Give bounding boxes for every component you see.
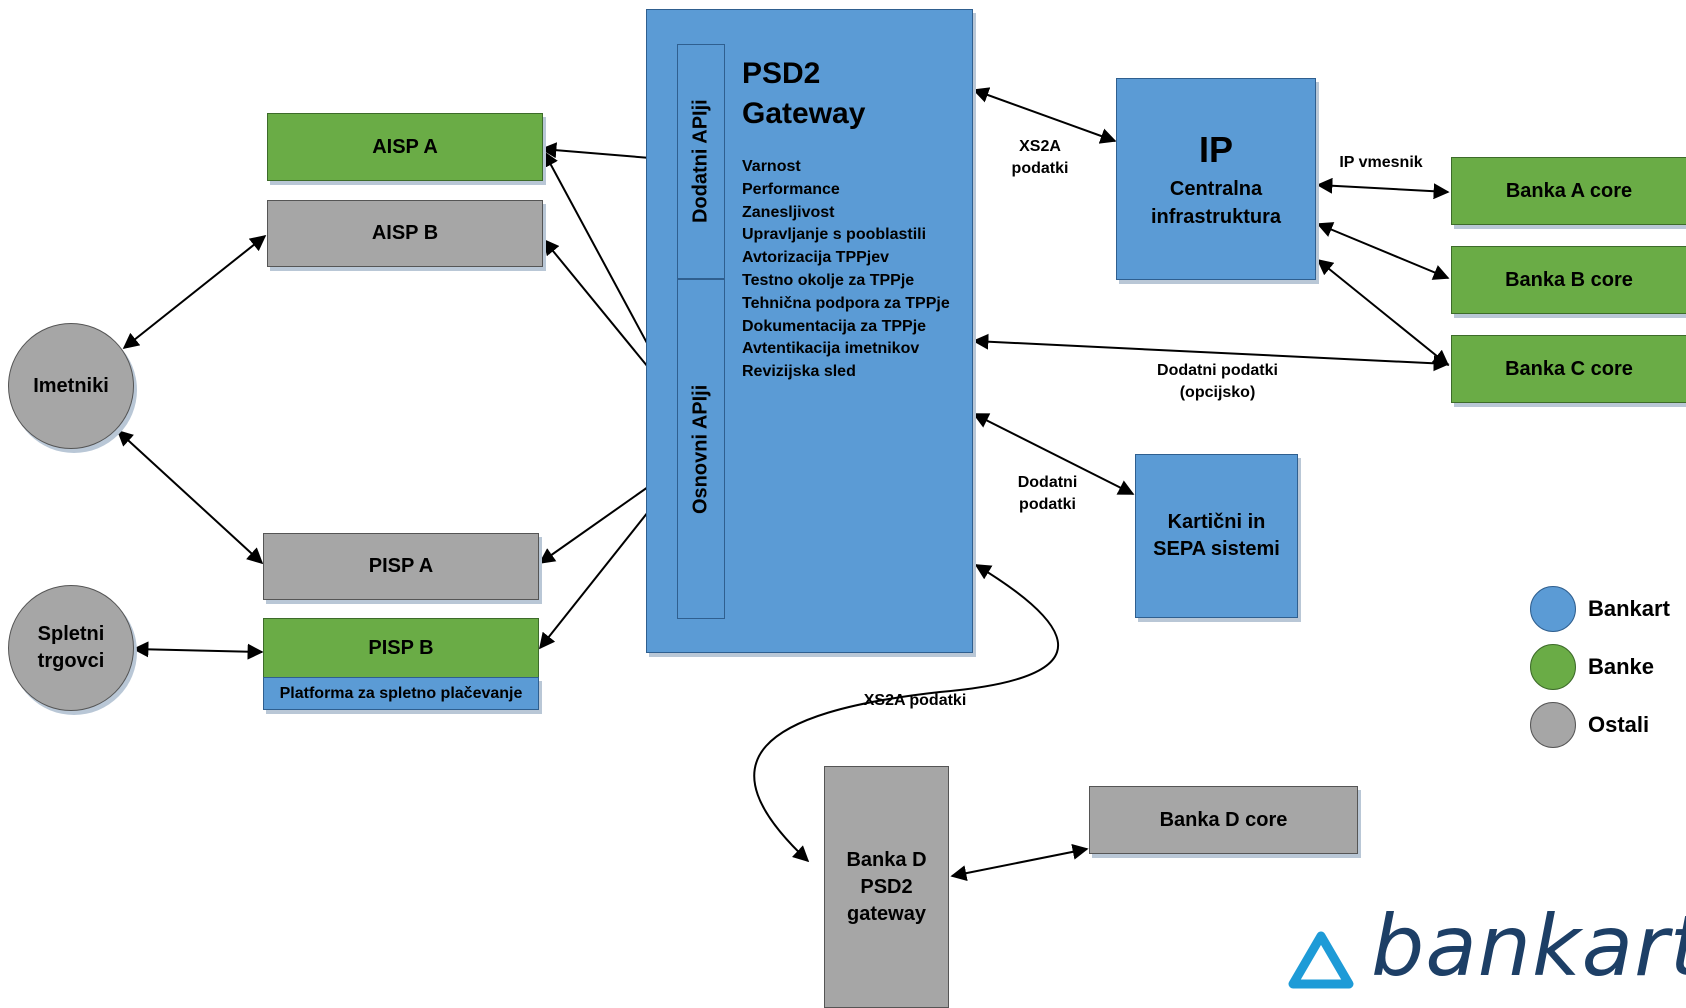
feature-item: Varnost	[742, 158, 801, 175]
kartični-sepa-box: Kartični in SEPA sistemi	[1135, 454, 1298, 618]
ip-title: IP	[1198, 129, 1233, 170]
osnovni-apis-panel: Osnovni APIji	[677, 279, 725, 619]
banka-c-core: Banka C core	[1451, 335, 1686, 403]
legend-item: Bankart	[1530, 584, 1670, 634]
link-ip-banka-a	[1316, 177, 1450, 200]
feature-item: Zanesljivost	[742, 203, 835, 221]
banka-a-core: Banka A core	[1451, 157, 1686, 225]
feature-item: Avtentikacija imetnikov	[742, 340, 920, 358]
bankart-logo: bankart	[1285, 904, 1686, 1008]
link-banka-d-core	[950, 843, 1089, 882]
dodatni-apis-panel: Dodatni APIji	[677, 44, 725, 279]
link-trgovci-pisp-b	[132, 641, 264, 660]
feature-item: Upravljanje s pooblastili	[742, 226, 927, 244]
pisp-b-box: PISP B	[263, 618, 539, 678]
link-gateway-ip	[972, 87, 1117, 144]
imetniki-circle: Imetniki	[8, 323, 134, 449]
label-xs2a-ip: XS2A podatki	[1011, 138, 1069, 177]
legend-item: Ostali	[1530, 700, 1649, 750]
legend-swatch-ostali	[1530, 702, 1576, 748]
gateway-title: PSD2 Gateway	[742, 57, 866, 130]
link-imetniki-aisp-b	[122, 235, 267, 349]
feature-item: Performance	[742, 180, 840, 198]
link-gateway-banka-d	[753, 564, 1059, 863]
legend-label: Bankart	[1588, 596, 1670, 621]
label-dodatni-card: Dodatni podatki	[1017, 474, 1078, 513]
feature-item: Tehnična podpora za TPPje	[742, 294, 950, 312]
link-gateway-cards	[972, 413, 1135, 495]
legend-label: Ostali	[1588, 712, 1650, 737]
feature-item: Dokumentacija za TPPje	[742, 317, 927, 335]
aisp-b-box: AISP B	[267, 200, 543, 267]
feature-item: Revizijska sled	[742, 363, 856, 381]
ip-subtitle: Centralna infrastruktura	[1150, 178, 1282, 228]
feature-item: Testno okolje za TPPje	[742, 271, 915, 289]
gateway-feature-list: Varnost Performance Zanesljivost Upravlj…	[742, 156, 950, 384]
banka-b-core: Banka B core	[1451, 246, 1686, 314]
pisp-a-box: PISP A	[263, 533, 539, 600]
feature-item: Avtorizacija TPPjev	[742, 249, 890, 267]
legend-swatch-bankart	[1530, 586, 1576, 632]
link-gateway-banka-c	[972, 333, 1450, 372]
link-ip-banka-b	[1316, 222, 1450, 280]
spletni-trgovci-circle: Spletni trgovci	[8, 585, 134, 711]
link-imetniki-pisp-a	[116, 429, 264, 565]
platform-bar: Platforma za spletno plačevanje	[263, 677, 539, 710]
legend-swatch-banke	[1530, 644, 1576, 690]
banka-d-gateway: Banka D PSD2 gateway	[824, 766, 949, 1008]
label-xs2a-banka-d: XS2A podatki	[863, 692, 967, 709]
logo-wordmark: bankart	[1371, 897, 1686, 995]
banka-d-core: Banka D core	[1089, 786, 1358, 854]
ip-box: IP Centralna infrastruktura	[1116, 78, 1316, 280]
logo-triangle-icon	[1288, 931, 1354, 989]
legend-label: Banke	[1588, 654, 1655, 679]
aisp-a-box: AISP A	[267, 113, 543, 181]
link-ip-banka-c	[1316, 258, 1450, 367]
label-dodatni-opcijsko: Dodatni podatki (opcijsko)	[1157, 362, 1278, 401]
legend: Bankart Banke Ostali	[1530, 584, 1686, 754]
label-ip-vmesnik: IP vmesnik	[1339, 154, 1423, 171]
legend-item: Banke	[1530, 642, 1654, 692]
